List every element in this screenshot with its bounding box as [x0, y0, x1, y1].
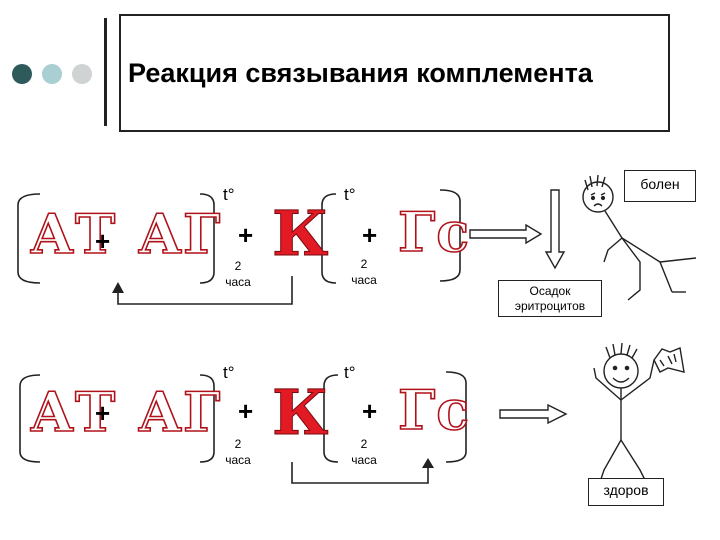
time-unit-row2-a: часа [225, 453, 251, 467]
time-unit-row1-a: часа [225, 275, 251, 289]
k-symbol-row2: К [271, 376, 329, 449]
ag-symbol-row1: АГ [137, 202, 222, 266]
temperature-label-row2-a: t° [223, 363, 235, 382]
feedback-arrowhead-row2 [422, 458, 434, 468]
plus-sign-row1-a: + [95, 226, 111, 256]
sediment-arrow [544, 189, 566, 270]
time-unit-row2-b: часа [351, 453, 377, 467]
sediment-label: Осадок эритроцитов [498, 280, 602, 317]
feedback-line-row1 [117, 276, 293, 305]
time-number-row1-b: 2 [360, 257, 368, 271]
time-number-row1-a: 2 [234, 259, 242, 273]
decor-dot-light [72, 64, 92, 84]
bracket-right-row1 [439, 189, 461, 282]
plus-sign-row2-a: + [95, 398, 111, 428]
healthy-status-label: здоров [588, 478, 664, 506]
bracket-left-row1 [17, 193, 41, 284]
bracket-right-row2 [445, 371, 467, 463]
result-arrow-row1 [469, 223, 543, 245]
feedback-arrowhead-row1 [112, 282, 124, 293]
ag-symbol-row2: АГ [137, 380, 222, 444]
decor-dot-dark [12, 64, 32, 84]
gs-symbol-row2: Гс [397, 378, 471, 442]
temperature-label-row1-b: t° [344, 185, 356, 204]
bracket-mid-row1-b [321, 193, 337, 284]
title-box [119, 14, 670, 132]
plus-sign-row2-b: + [238, 396, 254, 426]
decor-dot-mid [42, 64, 62, 84]
bracket-mid-row2-b [323, 374, 339, 463]
temperature-label-row1-a: t° [223, 185, 235, 204]
at-symbol-row2: АТ [29, 380, 117, 444]
bracket-mid-row2-a [199, 374, 215, 463]
time-unit-row1-b: часа [351, 273, 377, 287]
gs-symbol-row1: Гс [397, 200, 471, 264]
bracket-left-row2 [19, 374, 41, 463]
plus-sign-row1-b: + [238, 220, 254, 250]
time-number-row2-a: 2 [234, 437, 242, 451]
feedback-line-row2 [291, 462, 429, 484]
k-symbol-row1: К [271, 197, 329, 270]
healthy-stick-figure-icon [593, 342, 685, 483]
sick-status-label: болен [624, 170, 696, 202]
plus-sign-row2-c: + [362, 396, 378, 426]
sick-stick-figure-icon [582, 174, 697, 301]
plus-sign-row1-c: + [362, 220, 378, 250]
vertical-divider [104, 18, 107, 126]
at-symbol-row1: АТ [29, 202, 117, 266]
temperature-label-row2-b: t° [344, 363, 356, 382]
result-arrow-row2 [499, 403, 568, 425]
time-number-row2-b: 2 [360, 437, 368, 451]
bracket-mid-row1-a [199, 193, 215, 284]
page-title: Реакция связывания комплемента [128, 58, 593, 88]
